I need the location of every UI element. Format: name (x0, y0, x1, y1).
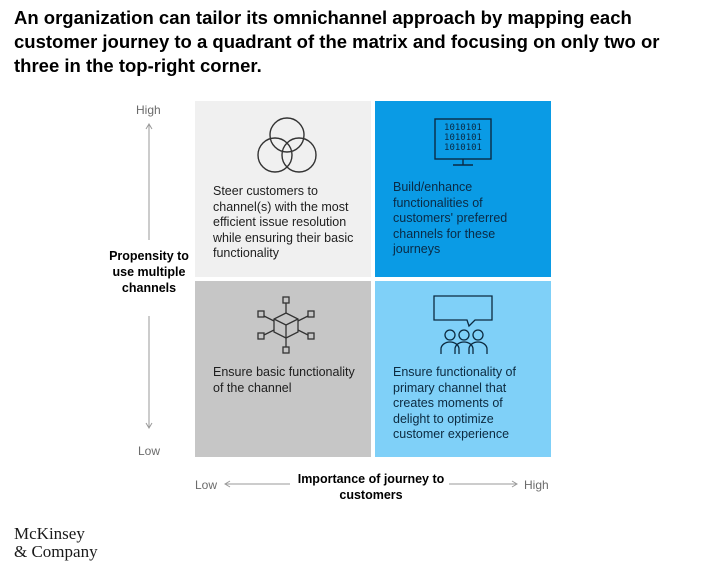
people-speech-bubble-icon (433, 295, 493, 354)
logo-line-1: McKinsey (14, 524, 85, 543)
page-title: An organization can tailor its omnichann… (14, 7, 660, 76)
quadrant-bottom-left-text: Ensure basic functionality of the channe… (213, 365, 355, 395)
binary-line-3: 1010101 (444, 143, 482, 153)
y-axis-low-label: Low (138, 444, 161, 458)
quadrant-bottom-right: Ensure functionality of primary channel … (375, 281, 551, 457)
logo-line-2: & Company (14, 542, 98, 561)
quadrant-top-right: 1010101 1010101 1010101 Build/enhance fu… (375, 101, 551, 277)
venn-diagram-icon (257, 117, 317, 173)
y-axis-high-label: High (136, 103, 161, 117)
y-axis-label: Propensity to use multiple channels (104, 246, 194, 298)
quadrant-top-right-text: Build/enhance functionalities of custome… (393, 180, 508, 256)
computer-monitor-icon: 1010101 1010101 1010101 (434, 118, 492, 166)
mckinsey-logo: McKinsey & Company (14, 525, 98, 561)
x-axis-label: Importance of journey to customers (293, 471, 449, 503)
x-axis-high-label: High (524, 478, 549, 492)
binary-line-2: 1010101 (444, 133, 482, 143)
network-cube-icon (257, 296, 315, 354)
quadrant-bottom-left: Ensure basic functionality of the channe… (195, 281, 371, 457)
binary-line-1: 1010101 (444, 123, 482, 133)
quadrant-top-left-text: Steer customers to channel(s) with the m… (213, 184, 354, 260)
x-axis-low-label: Low (195, 478, 218, 492)
quadrant-bottom-right-text: Ensure functionality of primary channel … (393, 365, 516, 441)
quadrant-top-left: Steer customers to channel(s) with the m… (195, 101, 371, 277)
